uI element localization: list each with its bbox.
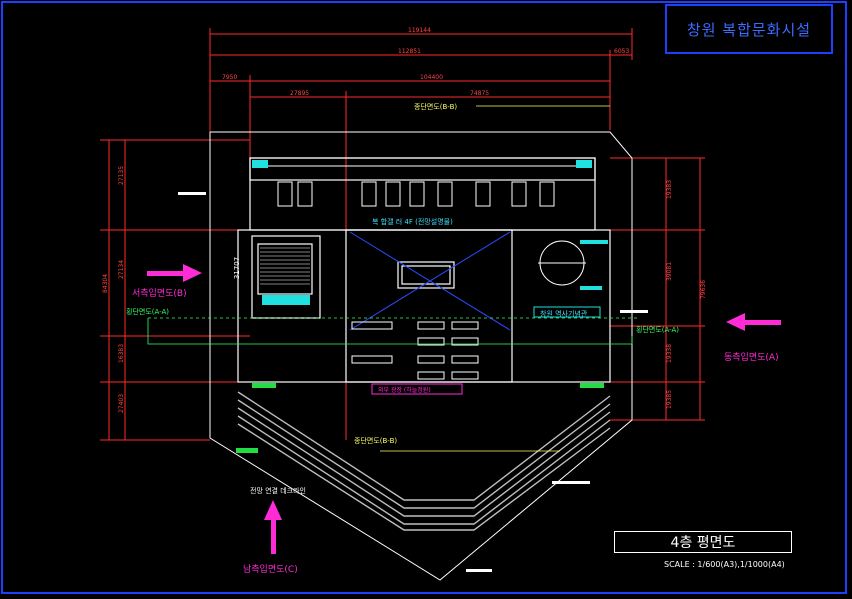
room-label-outdoor: 외부 광장 (하늘정원) [378, 387, 431, 394]
title-block: 창원 복합문화시설 [665, 4, 833, 54]
dimension-label: 6053 [614, 48, 630, 55]
green-markers [236, 383, 604, 453]
dimension-lines [100, 28, 705, 441]
dimension-label: 112851 [398, 48, 421, 55]
plan-title: 4층 평면도 [670, 535, 736, 551]
room-label-plaza: 전망 연결 데크라인 [250, 487, 306, 495]
section-label-top: 종단면도(B-B) [414, 103, 458, 111]
room-label-history-hall: 창원 역사기념관 [540, 310, 588, 318]
dimension-label: 19338 [666, 343, 674, 364]
north-markers [178, 192, 648, 572]
east-arrow [726, 313, 781, 331]
dimension-label: 16383 [118, 343, 126, 364]
dimension-label: 19383 [666, 179, 674, 200]
accent-fixtures [252, 160, 608, 318]
dimension-label: 19385 [666, 389, 674, 410]
cross-section-line [147, 317, 640, 345]
dimension-label: 104400 [420, 74, 443, 81]
stage-area [262, 295, 310, 305]
outdoor-plaza-label-box [371, 383, 463, 395]
section-label-right: 횡단면도(A-A) [636, 326, 680, 334]
west-arrow [147, 264, 202, 282]
site-boundary [209, 131, 633, 581]
elevation-arrows [147, 264, 781, 554]
room-label-gallery: 복 합갤 러 4F (전망설명물) [372, 218, 453, 226]
dimension-label: 31707 [233, 256, 242, 280]
dimension-label: 84304 [102, 273, 110, 294]
project-title: 창원 복합문화시설 [686, 20, 812, 39]
dimension-label: 7950 [222, 74, 238, 81]
building-outline [237, 157, 611, 383]
dimension-label: 79636 [700, 279, 708, 300]
dimension-label: 39081 [666, 261, 674, 282]
atrium-void [349, 231, 511, 331]
dimension-label: 27403 [118, 393, 126, 414]
exhibit-tables [351, 321, 479, 380]
top-wing-details [266, 165, 590, 207]
section-label-bottom: 종단면도(B-B) [354, 437, 398, 445]
east-elevation-label: 동측입면도(A) [724, 353, 779, 363]
south-arrow [264, 500, 282, 554]
dimension-label: 27135 [118, 165, 126, 186]
dimension-label: 74875 [470, 90, 490, 97]
dimension-label: 27134 [118, 259, 126, 280]
section-lines [380, 105, 610, 452]
section-label-left: 횡단면도(A-A) [126, 308, 170, 316]
auditorium-seating [260, 247, 310, 285]
dimension-label: 27895 [290, 90, 310, 97]
terrace-steps [237, 391, 611, 531]
south-elevation-label: 남측입면도(C) [243, 565, 298, 575]
dimension-label: 119144 [408, 27, 431, 34]
plan-title-box: 4층 평면도 [614, 531, 792, 553]
scale-note: SCALE : 1/600(A3),1/1000(A4) [664, 560, 785, 569]
west-elevation-label: 서측입면도(B) [132, 289, 187, 299]
